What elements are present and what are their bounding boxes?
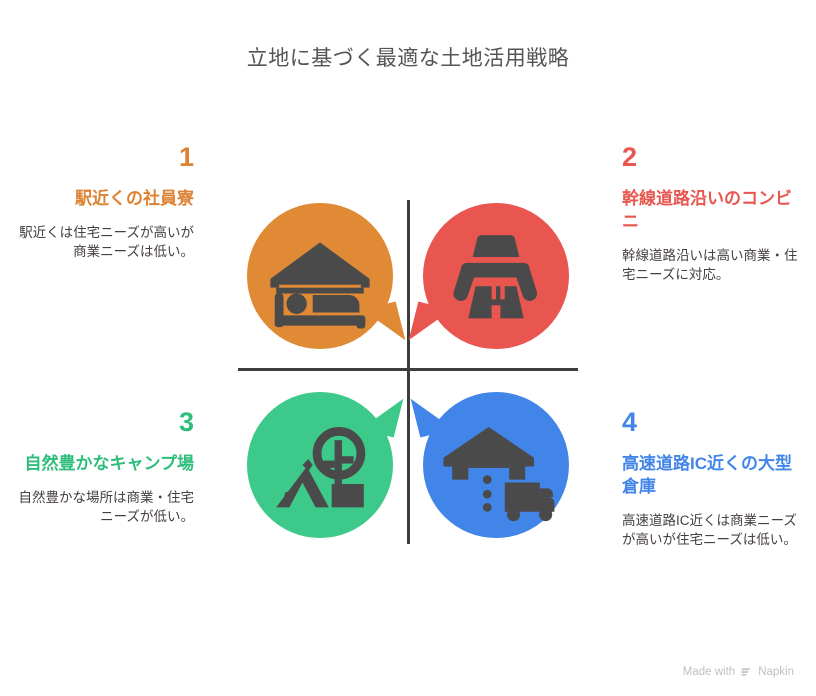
quadrant-bubble-3[interactable] bbox=[247, 390, 404, 538]
quadrant-heading-4: 高速道路IC近くの大型倉庫 bbox=[622, 453, 792, 496]
quadrant-description-3: 自然豊かな場所は商業・住宅ニーズが低い。 bbox=[18, 489, 195, 525]
quadrant-panel-3: 3 自然豊かなキャンプ場 自然豊かな場所は商業・住宅ニーズが低い。 bbox=[8, 407, 195, 527]
page-title: 立地に基づく最適な土地活用戦略 bbox=[246, 47, 570, 70]
quadrant-number-1: 1 bbox=[178, 142, 194, 172]
quadrant-bubble-4[interactable] bbox=[410, 390, 569, 538]
watermark-made-with-label: Made with bbox=[682, 665, 736, 678]
warehouse-truck-icon bbox=[443, 427, 555, 522]
napkin-watermark: Made with Napkin bbox=[683, 665, 794, 678]
convenience-store-icon bbox=[453, 235, 538, 319]
quadrant-panel-1: 1 駅近くの社員寮 駅近くは住宅ニーズが高いが商業ニーズは低い。 bbox=[8, 142, 194, 262]
quadrant-description-1: 駅近くは住宅ニーズが高いが商業ニーズは低い。 bbox=[19, 224, 194, 260]
quadrant-number-3: 3 bbox=[178, 407, 194, 437]
napkin-chevrons-icon bbox=[740, 665, 753, 678]
quadrant-heading-2: 幹線道路沿いのコンビニ bbox=[622, 188, 792, 231]
watermark-brand-label: Napkin bbox=[758, 665, 794, 678]
quadrant-matrix bbox=[238, 196, 578, 544]
camping-tent-tree-icon bbox=[276, 427, 366, 508]
matrix-horizontal-axis bbox=[238, 368, 578, 371]
dormitory-bed-house-icon bbox=[270, 242, 370, 329]
quadrant-heading-1: 駅近くの社員寮 bbox=[75, 188, 194, 208]
quadrant-description-4: 高速道路IC近くは商業ニーズが高いが住宅ニーズは低い。 bbox=[622, 512, 797, 548]
quadrant-description-2: 幹線道路沿いは高い商業・住宅ニーズに対応。 bbox=[622, 247, 798, 283]
quadrant-panel-2: 2 幹線道路沿いのコンビニ 幹線道路沿いは高い商業・住宅ニーズに対応。 bbox=[622, 142, 808, 285]
quadrant-number-4: 4 bbox=[622, 407, 638, 437]
quadrant-bubble-1[interactable] bbox=[247, 203, 406, 349]
quadrant-panel-4: 4 高速道路IC近くの大型倉庫 高速道路IC近くは商業ニーズが高いが住宅ニーズは… bbox=[622, 407, 808, 550]
quadrant-heading-3: 自然豊かなキャンプ場 bbox=[24, 453, 195, 473]
quadrant-bubble-2[interactable] bbox=[408, 203, 569, 349]
matrix-vertical-axis bbox=[407, 200, 410, 544]
quadrant-number-2: 2 bbox=[622, 142, 638, 172]
